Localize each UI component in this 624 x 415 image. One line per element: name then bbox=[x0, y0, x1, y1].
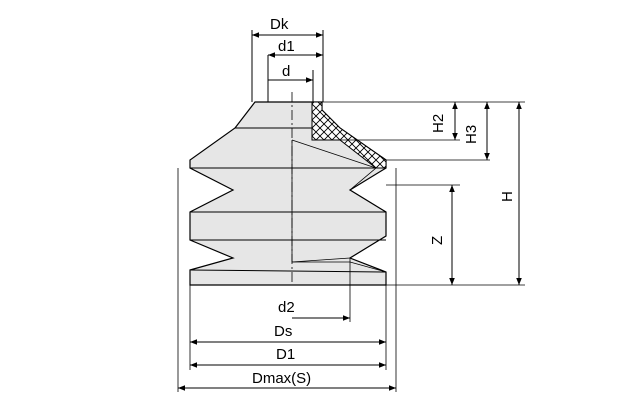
dim-label-dk: Dk bbox=[270, 16, 289, 33]
dim-label-dmax: Dmax(S) bbox=[252, 370, 311, 387]
dim-label-d1: d1 bbox=[278, 38, 295, 55]
dim-label-d1-outer: D1 bbox=[276, 346, 295, 363]
dim-label-h3: H3 bbox=[463, 125, 480, 144]
dim-label-ds: Ds bbox=[274, 323, 292, 340]
dim-label-h2: H2 bbox=[430, 114, 447, 133]
bellows-body bbox=[189, 92, 387, 286]
dim-label-z: Z bbox=[429, 236, 446, 245]
top-dimensions: Dk d1 d bbox=[251, 16, 324, 102]
dim-label-h: H bbox=[499, 191, 516, 202]
right-dimensions: H2 H3 H Z bbox=[322, 101, 525, 286]
dim-label-d: d bbox=[282, 63, 290, 80]
bottom-dimensions: d2 Ds D1 Dmax(S) bbox=[177, 168, 397, 392]
dim-label-d2: d2 bbox=[278, 299, 295, 316]
